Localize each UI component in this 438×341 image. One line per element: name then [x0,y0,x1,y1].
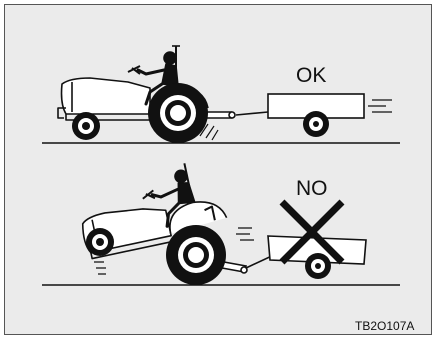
rear-wheel-top [148,83,208,143]
rear-wheel-bottom [166,225,226,285]
trailer-wheel-bottom [305,253,331,279]
drawbar-bottom [222,254,276,273]
correct-towing-scene [42,46,400,143]
trailer-wheel-top [303,111,329,137]
figure-code-label: TB2O107A [355,320,414,332]
no-label: NO [296,178,328,199]
incorrect-towing-scene [42,157,400,285]
front-wheel-bottom [86,228,114,256]
ok-label: OK [296,65,326,86]
front-wheel-top [72,112,100,140]
